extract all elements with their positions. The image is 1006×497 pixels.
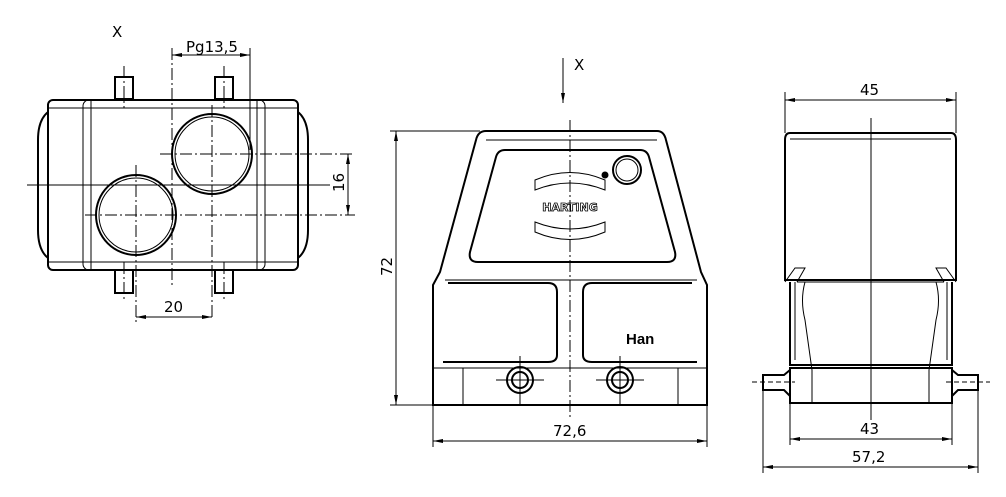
window-right bbox=[582, 282, 697, 363]
side-view: 45 43 57,2 bbox=[752, 81, 990, 473]
dim-offset: 16 bbox=[330, 173, 348, 192]
screw-right bbox=[596, 356, 644, 404]
dim-thread: Pg13,5 bbox=[186, 38, 238, 56]
view-arrow-label: X bbox=[574, 56, 584, 74]
hood-outline bbox=[784, 132, 957, 281]
dim-height: 72 bbox=[378, 257, 396, 276]
top-view: X Pg13,5 16 20 bbox=[27, 23, 355, 325]
dim-overall: 57,2 bbox=[852, 448, 885, 466]
dim-top: 45 bbox=[860, 81, 879, 99]
window-left bbox=[443, 282, 558, 363]
dim-spacing: 20 bbox=[164, 298, 183, 316]
view-label-x: X bbox=[112, 23, 122, 41]
window-top bbox=[468, 149, 677, 263]
front-view: X HARTING Han 72 72,6 bbox=[378, 56, 708, 447]
screw-left bbox=[496, 356, 544, 404]
dim-base: 43 bbox=[860, 420, 879, 438]
model-text: Han bbox=[626, 331, 654, 348]
studs bbox=[114, 66, 234, 302]
dim-width: 72,6 bbox=[553, 422, 586, 440]
